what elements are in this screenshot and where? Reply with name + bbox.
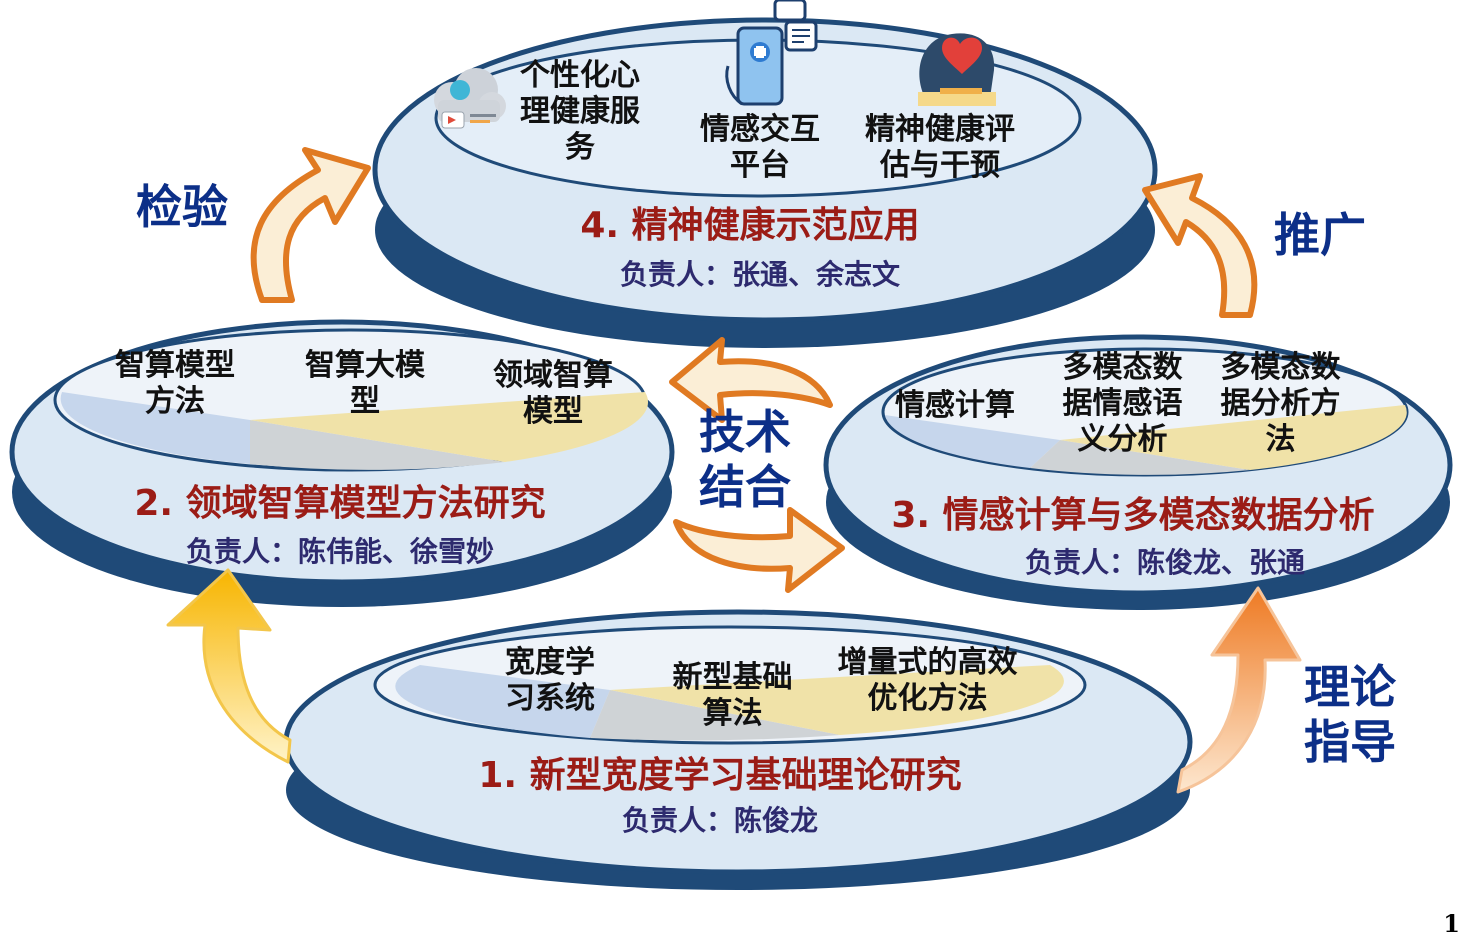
module3-ellipse xyxy=(823,334,1453,610)
module3-title: 3. 情感计算与多模态数据分析 xyxy=(891,495,1375,536)
module2-ellipse xyxy=(9,319,675,607)
theory-up-arrow xyxy=(1176,586,1302,794)
yellow-up-arrow xyxy=(166,568,292,764)
module3-owner: 负责人：陈俊龙、张通 xyxy=(1024,546,1305,579)
module2-title: 2. 领域智算模型方法研究 xyxy=(134,483,546,524)
module3-item-semantic-analysis: 多模态数 据情感语 义分析 xyxy=(1062,350,1183,457)
tech-arrow-right xyxy=(673,507,845,593)
module2-item-domain-model: 领域智算 模型 xyxy=(493,358,613,429)
module1-item-basic-algorithm: 新型基础 算法 xyxy=(672,660,793,731)
module1-ellipse xyxy=(283,609,1193,890)
cloud-media-icon xyxy=(434,68,506,129)
verify-arrow xyxy=(250,147,371,303)
tech-arrow-left xyxy=(669,337,833,423)
verify-label: 检验 xyxy=(136,180,228,234)
module3-item-affective-computing: 情感计算 xyxy=(895,388,1015,423)
promote-label: 推广 xyxy=(1274,208,1366,262)
module1-item-broad-learning: 宽度学 习系统 xyxy=(505,645,595,716)
module4-item-emotion-platform: 情感交互 平台 xyxy=(700,112,820,183)
module2-item-large-model: 智算大模 型 xyxy=(305,348,425,419)
phone-chat-icon xyxy=(725,0,818,106)
module2-owner: 负责人：陈伟能、徐雪妙 xyxy=(185,535,494,568)
module4-item-mental-assessment: 精神健康评 估与干预 xyxy=(865,112,1015,183)
page-number: 1 xyxy=(1443,909,1460,938)
module4-item-personalized-service: 个性化心 理健康服 务 xyxy=(520,58,640,165)
module4-title: 4. 精神健康示范应用 xyxy=(580,205,920,246)
module2-item-model-method: 智算模型 方法 xyxy=(115,348,235,419)
head-heart-icon xyxy=(918,33,996,106)
theory-guide-label: 理论 指导 xyxy=(1304,660,1396,770)
promote-arrow xyxy=(1142,173,1258,318)
module1-item-incremental-optimization: 增量式的高效 优化方法 xyxy=(837,645,1018,716)
module3-item-analysis-method: 多模态数 据分析方 法 xyxy=(1220,350,1341,457)
module1-owner: 负责人：陈俊龙 xyxy=(621,804,818,837)
module1-title: 1. 新型宽度学习基础理论研究 xyxy=(478,755,962,796)
module4-owner: 负责人：张通、余志文 xyxy=(619,258,900,291)
tech-combine-label: 技术 结合 xyxy=(699,405,791,515)
